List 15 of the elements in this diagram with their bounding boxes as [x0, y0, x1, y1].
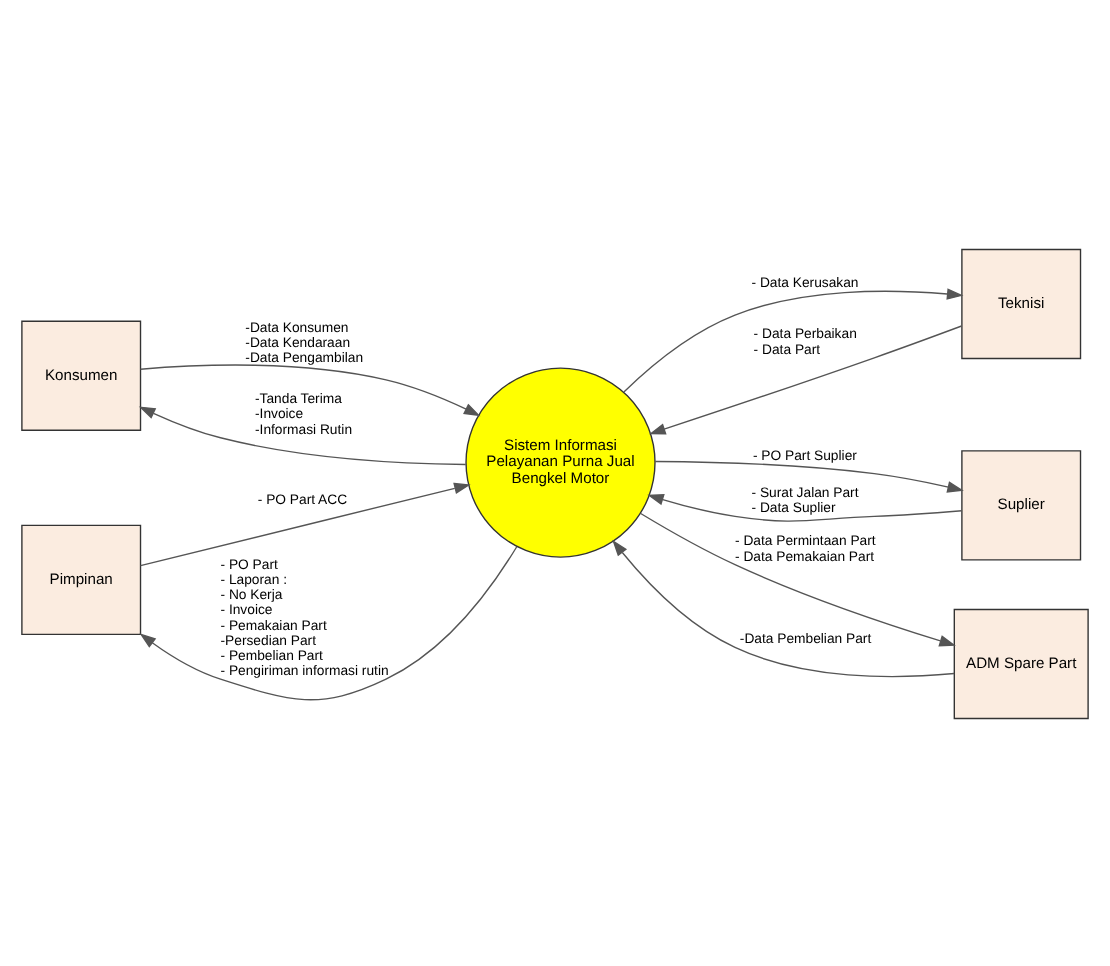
- node-box: Suplier: [961, 449, 1082, 560]
- arrow: [649, 324, 963, 434]
- arrow: [139, 545, 518, 700]
- arrow: [139, 481, 471, 566]
- arrow: [654, 459, 964, 492]
- arrow: [623, 287, 964, 392]
- arrow: [612, 538, 955, 677]
- node-box: Konsumen: [21, 319, 142, 430]
- arrow: [640, 511, 956, 646]
- arrow: [647, 493, 963, 521]
- node-box: Teknisi: [961, 247, 1082, 359]
- arrow: [138, 405, 467, 465]
- node-box: ADM Spare Part: [953, 607, 1089, 719]
- arrow: [139, 363, 481, 416]
- node-box: Pimpinan: [21, 523, 142, 635]
